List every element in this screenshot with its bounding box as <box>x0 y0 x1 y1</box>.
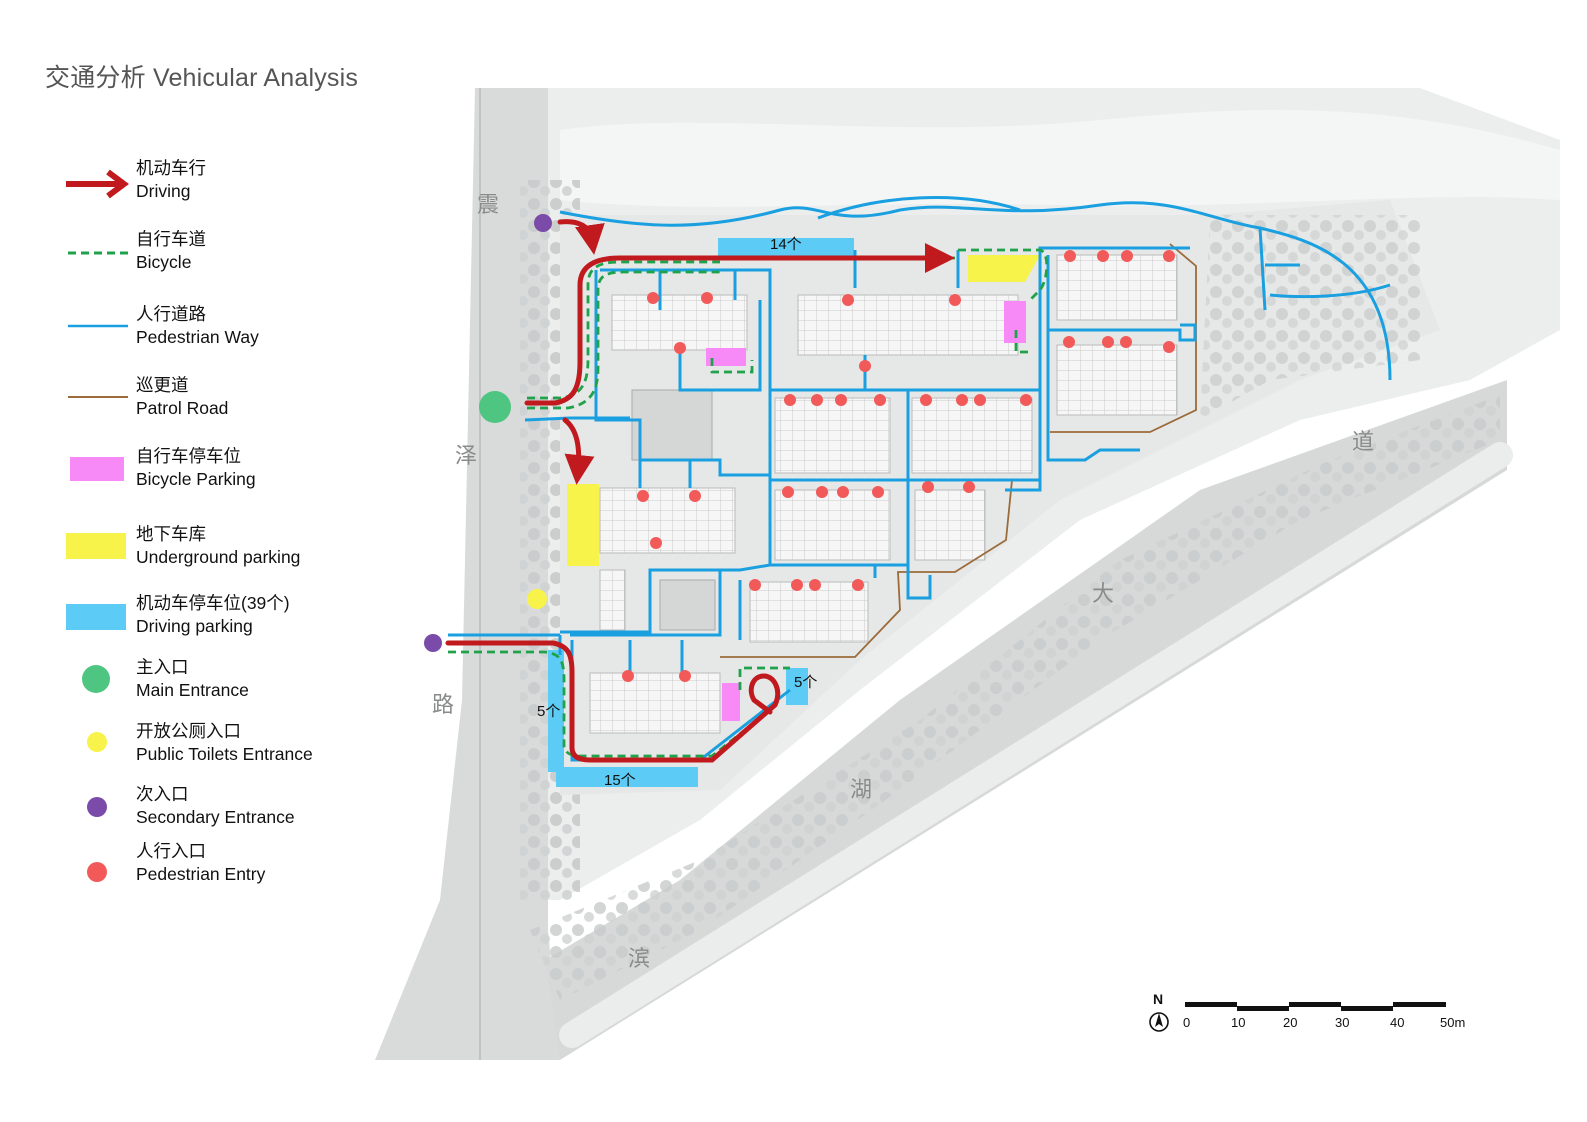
road-char-zhen: 震 <box>477 193 499 218</box>
legend-pedestrian-en: Pedestrian Way <box>136 327 259 347</box>
legend-item-pedestrian: 人行道路 Pedestrian Way <box>0 303 420 363</box>
underground-parking-swatch-icon <box>66 533 126 559</box>
legend-item-car-parking: 机动车停车位(39个) Driving parking <box>0 592 420 652</box>
car-parking-east <box>786 668 808 705</box>
toilets-entrance-dot-icon <box>87 732 107 752</box>
road-char-dao: 道 <box>1352 430 1374 455</box>
legend-driving-en: Driving <box>136 181 191 201</box>
legend-bicycle-cn: 自行车道 <box>136 229 206 249</box>
car-parking-south <box>556 767 698 787</box>
pedestrian-entries <box>622 250 1175 682</box>
legend-car-parking-cn: 机动车停车位(39个) <box>136 593 290 613</box>
parking-label-west: 5个 <box>537 703 560 720</box>
car-parking-areas <box>548 238 854 787</box>
toilets-entrance-marker <box>527 589 547 609</box>
parking-label-south: 15个 <box>604 772 636 789</box>
legend-underground-cn: 地下车库 <box>136 524 206 544</box>
scale-tick-0: 0 <box>1183 1015 1191 1030</box>
legend-item-ped-entry: 人行入口 Pedestrian Entry <box>0 840 420 900</box>
legend-item-main-entrance: 主入口 Main Entrance <box>0 656 420 716</box>
driving-routes <box>445 219 955 763</box>
main-entrance-dot-icon <box>82 665 110 693</box>
pedestrian-entry-dot-icon <box>87 862 107 882</box>
legend-bike-parking-en: Bicycle Parking <box>136 469 256 489</box>
patrol-road-line-icon <box>68 396 128 398</box>
secondary-entrance-dot-icon <box>87 797 107 817</box>
underground-parking-areas <box>567 255 1040 566</box>
bike-parking-3 <box>722 683 740 721</box>
legend-patrol-cn: 巡更道 <box>136 375 189 395</box>
legend-bicycle-en: Bicycle <box>136 252 192 272</box>
scale-tick-10: 10 <box>1231 1015 1246 1030</box>
legend-item-underground: 地下车库 Underground parking <box>0 523 420 583</box>
scale-tick-50: 50m <box>1440 1015 1466 1030</box>
underground-west <box>567 484 599 566</box>
legend-toilets-cn: 开放公厕入口 <box>136 721 241 741</box>
scale-tick-20: 20 <box>1283 1015 1298 1030</box>
legend-item-bike-parking: 自行车停车位 Bicycle Parking <box>0 445 420 505</box>
scale-tick-40: 40 <box>1390 1015 1405 1030</box>
scale-tick-30: 30 <box>1335 1015 1350 1030</box>
legend-secondary-en: Secondary Entrance <box>136 807 295 827</box>
car-parking-west <box>548 650 564 772</box>
driving-arrow-icon <box>66 169 129 199</box>
legend-item-patrol: 巡更道 Patrol Road <box>0 374 420 434</box>
legend-item-toilets: 开放公厕入口 Public Toilets Entrance <box>0 720 420 780</box>
legend-main-entrance-en: Main Entrance <box>136 680 249 700</box>
entrances <box>424 214 552 652</box>
bike-parking-1 <box>706 348 746 366</box>
road-char-hu: 湖 <box>850 778 872 803</box>
page-title: 交通分析 Vehicular Analysis <box>45 64 359 92</box>
road-char-lu: 路 <box>432 693 454 718</box>
legend-item-bicycle: 自行车道 Bicycle <box>0 228 420 288</box>
secondary-entrance-marker-south <box>424 634 442 652</box>
legend-main-entrance-cn: 主入口 <box>136 657 189 677</box>
secondary-entrance-marker-north <box>534 214 552 232</box>
patrol-road <box>720 243 1197 658</box>
car-parking-north <box>718 238 854 256</box>
north-arrow-icon: N <box>1149 991 1169 1032</box>
road-char-ze: 泽 <box>455 444 477 469</box>
main-entrance-marker <box>479 391 511 423</box>
parking-label-north: 14个 <box>770 236 802 253</box>
legend-bike-parking-cn: 自行车停车位 <box>136 446 241 466</box>
car-parking-swatch-icon <box>66 604 126 630</box>
pedestrian-ways <box>448 196 1392 762</box>
buildings <box>589 254 1178 734</box>
scale-bar-graphic <box>1185 1002 1446 1011</box>
legend-driving-cn: 机动车行 <box>136 158 206 178</box>
legend-item-driving: 机动车行 Driving <box>0 157 420 217</box>
legend-pedestrian-cn: 人行道路 <box>136 304 206 324</box>
underground-north <box>968 255 1040 282</box>
legend-toilets-en: Public Toilets Entrance <box>136 744 313 764</box>
scale-bar: N 0 10 20 30 40 50m <box>1140 985 1500 1045</box>
legend-item-secondary: 次入口 Secondary Entrance <box>0 783 420 843</box>
north-label: N <box>1153 991 1163 1007</box>
legend-ped-entry-en: Pedestrian Entry <box>136 864 266 884</box>
road-name-labels: 震 泽 路 道 大 湖 滨 <box>432 193 1374 972</box>
road-char-da: 大 <box>1092 582 1114 607</box>
legend: 机动车行 Driving 自行车道 Bicycle 人行道路 Pedestria… <box>0 0 420 1122</box>
legend-ped-entry-cn: 人行入口 <box>136 841 206 861</box>
bike-parking-swatch-icon <box>70 457 124 481</box>
parking-label-east: 5个 <box>794 674 817 691</box>
parking-count-labels: 14个 5个 5个 15个 <box>537 236 817 789</box>
road-char-bin: 滨 <box>628 947 650 972</box>
legend-patrol-en: Patrol Road <box>136 398 229 418</box>
bicycle-lane-line-icon <box>68 251 128 255</box>
bike-parking-2 <box>1004 301 1026 343</box>
pedestrian-way-line-icon <box>68 324 128 328</box>
bike-parking-areas <box>706 301 1026 721</box>
legend-car-parking-en: Driving parking <box>136 616 253 636</box>
legend-underground-en: Underground parking <box>136 547 301 567</box>
legend-secondary-cn: 次入口 <box>136 784 189 804</box>
map-background <box>375 88 1560 1060</box>
